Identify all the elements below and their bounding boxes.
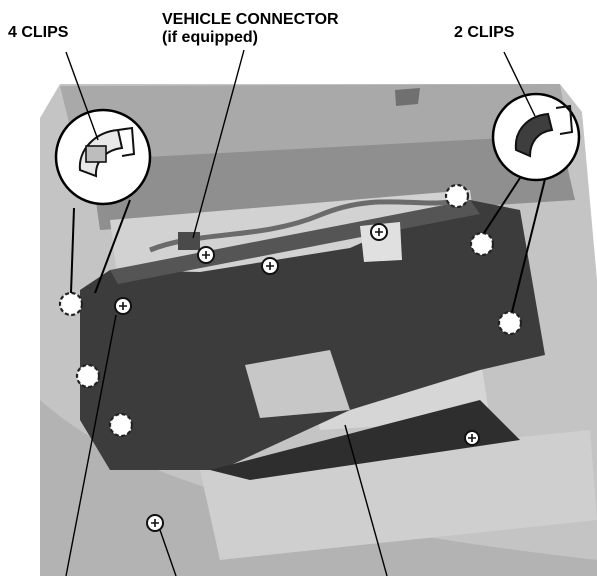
label-if-equipped: (if equipped)	[162, 29, 258, 46]
leader-4-clips	[65, 51, 99, 141]
clip-marker-icon	[444, 183, 470, 209]
detail-callout-left	[54, 108, 152, 294]
clip-marker-icon	[497, 310, 523, 336]
clip-marker-icon	[469, 231, 495, 257]
clip-detail-icon	[514, 112, 554, 158]
clip-marker-icon	[75, 363, 101, 389]
leader-bracket	[344, 424, 388, 576]
clip-markers	[58, 183, 523, 438]
clip-marker-icon	[108, 412, 134, 438]
leader-lines	[65, 49, 536, 576]
bolt-icon	[114, 297, 132, 315]
label-4-clips: 4 CLIPS	[8, 24, 69, 41]
label-2-clips: 2 CLIPS	[454, 24, 515, 41]
vehicle-connector	[178, 232, 200, 250]
bracket-cutout	[245, 350, 350, 418]
bolt-icon	[370, 223, 388, 241]
leader-vehicle-connector	[192, 49, 245, 239]
lower-panel	[40, 400, 597, 576]
bolt-icon	[261, 257, 279, 275]
bolt-icon	[464, 430, 480, 446]
detail-callout-right	[483, 92, 581, 313]
glove-box-bracket	[80, 200, 545, 470]
clip-marker-icon	[58, 291, 84, 317]
leader-2-clips	[503, 51, 536, 117]
bracket-lower-flange	[210, 400, 520, 480]
leader-bolt-left	[65, 314, 117, 576]
bolt-icon	[146, 514, 164, 532]
bolt-icon	[197, 246, 215, 264]
leader-bolt-bottom	[159, 529, 177, 576]
label-vehicle-connector: VEHICLE CONNECTOR (if equipped)	[162, 11, 402, 47]
bolts	[114, 223, 480, 532]
dash-slot	[395, 88, 420, 106]
label-vehicle-connector-line1: VEHICLE CONNECTOR	[162, 11, 339, 28]
